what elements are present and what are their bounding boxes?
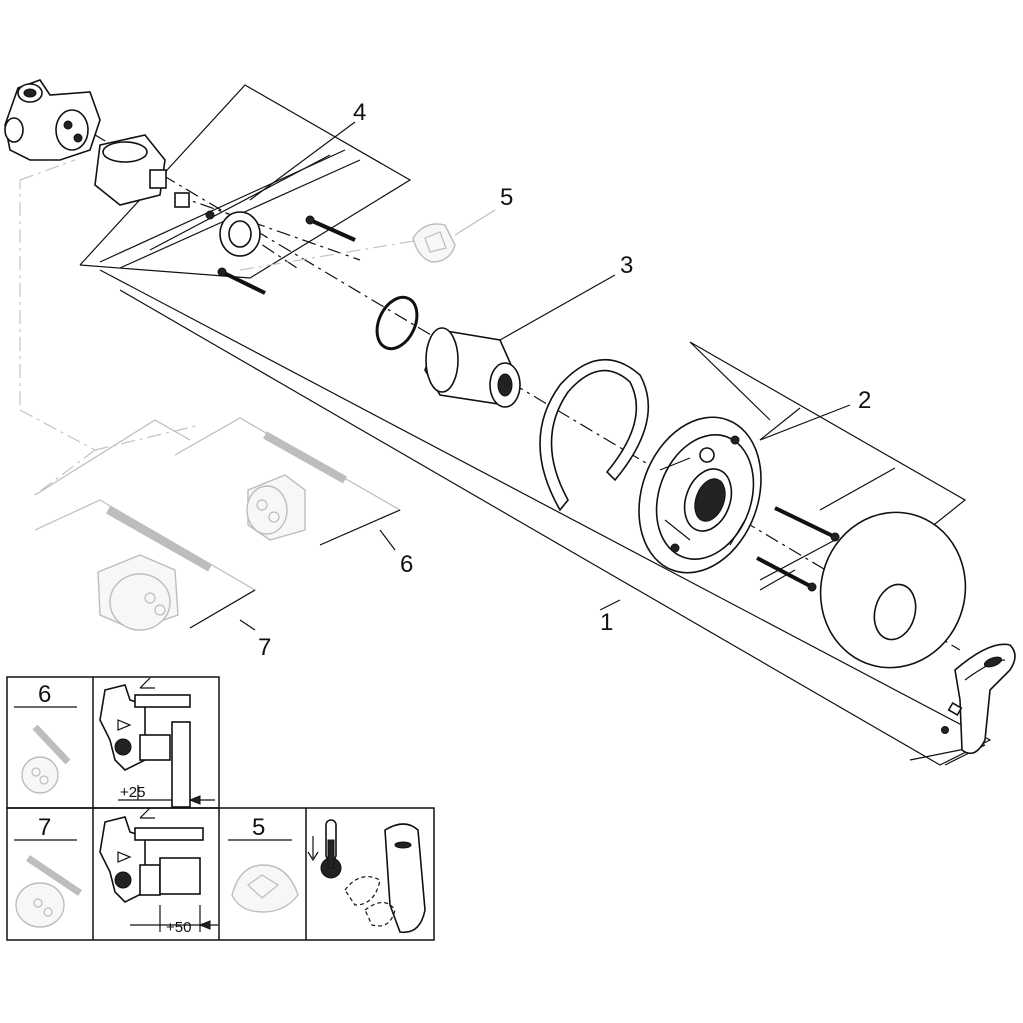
temp-limiter xyxy=(412,223,456,263)
callout-2: 2 xyxy=(858,387,871,414)
o-ring xyxy=(375,295,419,351)
callout-3: 3 xyxy=(620,252,633,279)
cover-plate xyxy=(819,511,967,669)
lever-handle xyxy=(941,643,1016,755)
legend-cell-temperature xyxy=(307,819,426,934)
legend-cell-6: 6 xyxy=(14,681,77,794)
legend-6-title: 6 xyxy=(38,681,51,708)
valve-body xyxy=(4,79,101,161)
optional-part-7 xyxy=(97,506,212,631)
leader-lines xyxy=(239,121,851,631)
optional-frames xyxy=(34,417,402,629)
cartridge xyxy=(94,134,215,220)
legend-cell-5: 5 xyxy=(228,814,299,913)
legend-5-title: 5 xyxy=(252,814,265,841)
callout-4: 4 xyxy=(353,99,366,126)
callout-6: 6 xyxy=(400,551,413,578)
legend-7-dim: +50 xyxy=(166,919,191,936)
mounting-plate xyxy=(638,416,762,574)
callout-5: 5 xyxy=(500,184,513,211)
retaining-ring xyxy=(219,211,261,257)
legend-cell-6-detail: +25 xyxy=(99,677,215,808)
sleeve xyxy=(424,327,521,408)
legend-6-dim: +25 xyxy=(120,784,145,801)
assembly-frames xyxy=(79,84,992,766)
optional-part-6 xyxy=(246,431,347,541)
legend-cell-7-detail: +50 xyxy=(99,807,218,936)
screws-upper xyxy=(217,215,356,295)
callout-7: 7 xyxy=(258,634,271,661)
legend-7-title: 7 xyxy=(38,814,51,841)
clip-ring xyxy=(539,358,650,512)
legend-cell-7: 7 xyxy=(14,814,82,928)
callout-1: 1 xyxy=(600,609,613,636)
screws-plate xyxy=(756,506,840,592)
legend-grid xyxy=(6,676,435,941)
